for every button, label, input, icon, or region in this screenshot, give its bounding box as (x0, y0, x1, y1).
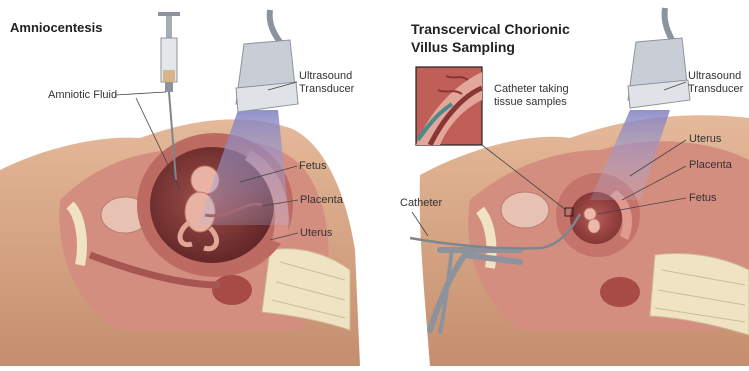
label-catheter: Catheter (400, 197, 442, 210)
rectum (212, 275, 252, 305)
label-fetus-right: Fetus (689, 192, 717, 205)
label-ultrasound-transducer-left: Ultrasound Transducer (299, 70, 369, 96)
label-uterus-left: Uterus (300, 227, 332, 240)
label-fetus-left: Fetus (299, 160, 327, 173)
cvs-panel (410, 8, 749, 366)
label-ultrasound-transducer-right: Ultrasound Transducer (688, 70, 748, 96)
label-catheter-inset: Catheter taking tissue samples (494, 83, 574, 109)
ultrasound-transducer-icon-right (628, 8, 690, 108)
label-uterus-right: Uterus (689, 133, 721, 146)
ultrasound-transducer-icon (236, 10, 298, 112)
label-placenta-left: Placenta (300, 194, 343, 207)
amniocentesis-panel (0, 10, 360, 366)
label-amniotic-fluid: Amniotic Fluid (48, 89, 117, 102)
label-placenta-right: Placenta (689, 159, 732, 172)
bladder-right (501, 192, 549, 228)
cvs-title: Transcervical Chorionic Villus Sampling (411, 20, 601, 56)
rectum-right (600, 277, 640, 307)
catheter-inset (416, 67, 482, 145)
amniocentesis-title: Amniocentesis (10, 20, 102, 35)
